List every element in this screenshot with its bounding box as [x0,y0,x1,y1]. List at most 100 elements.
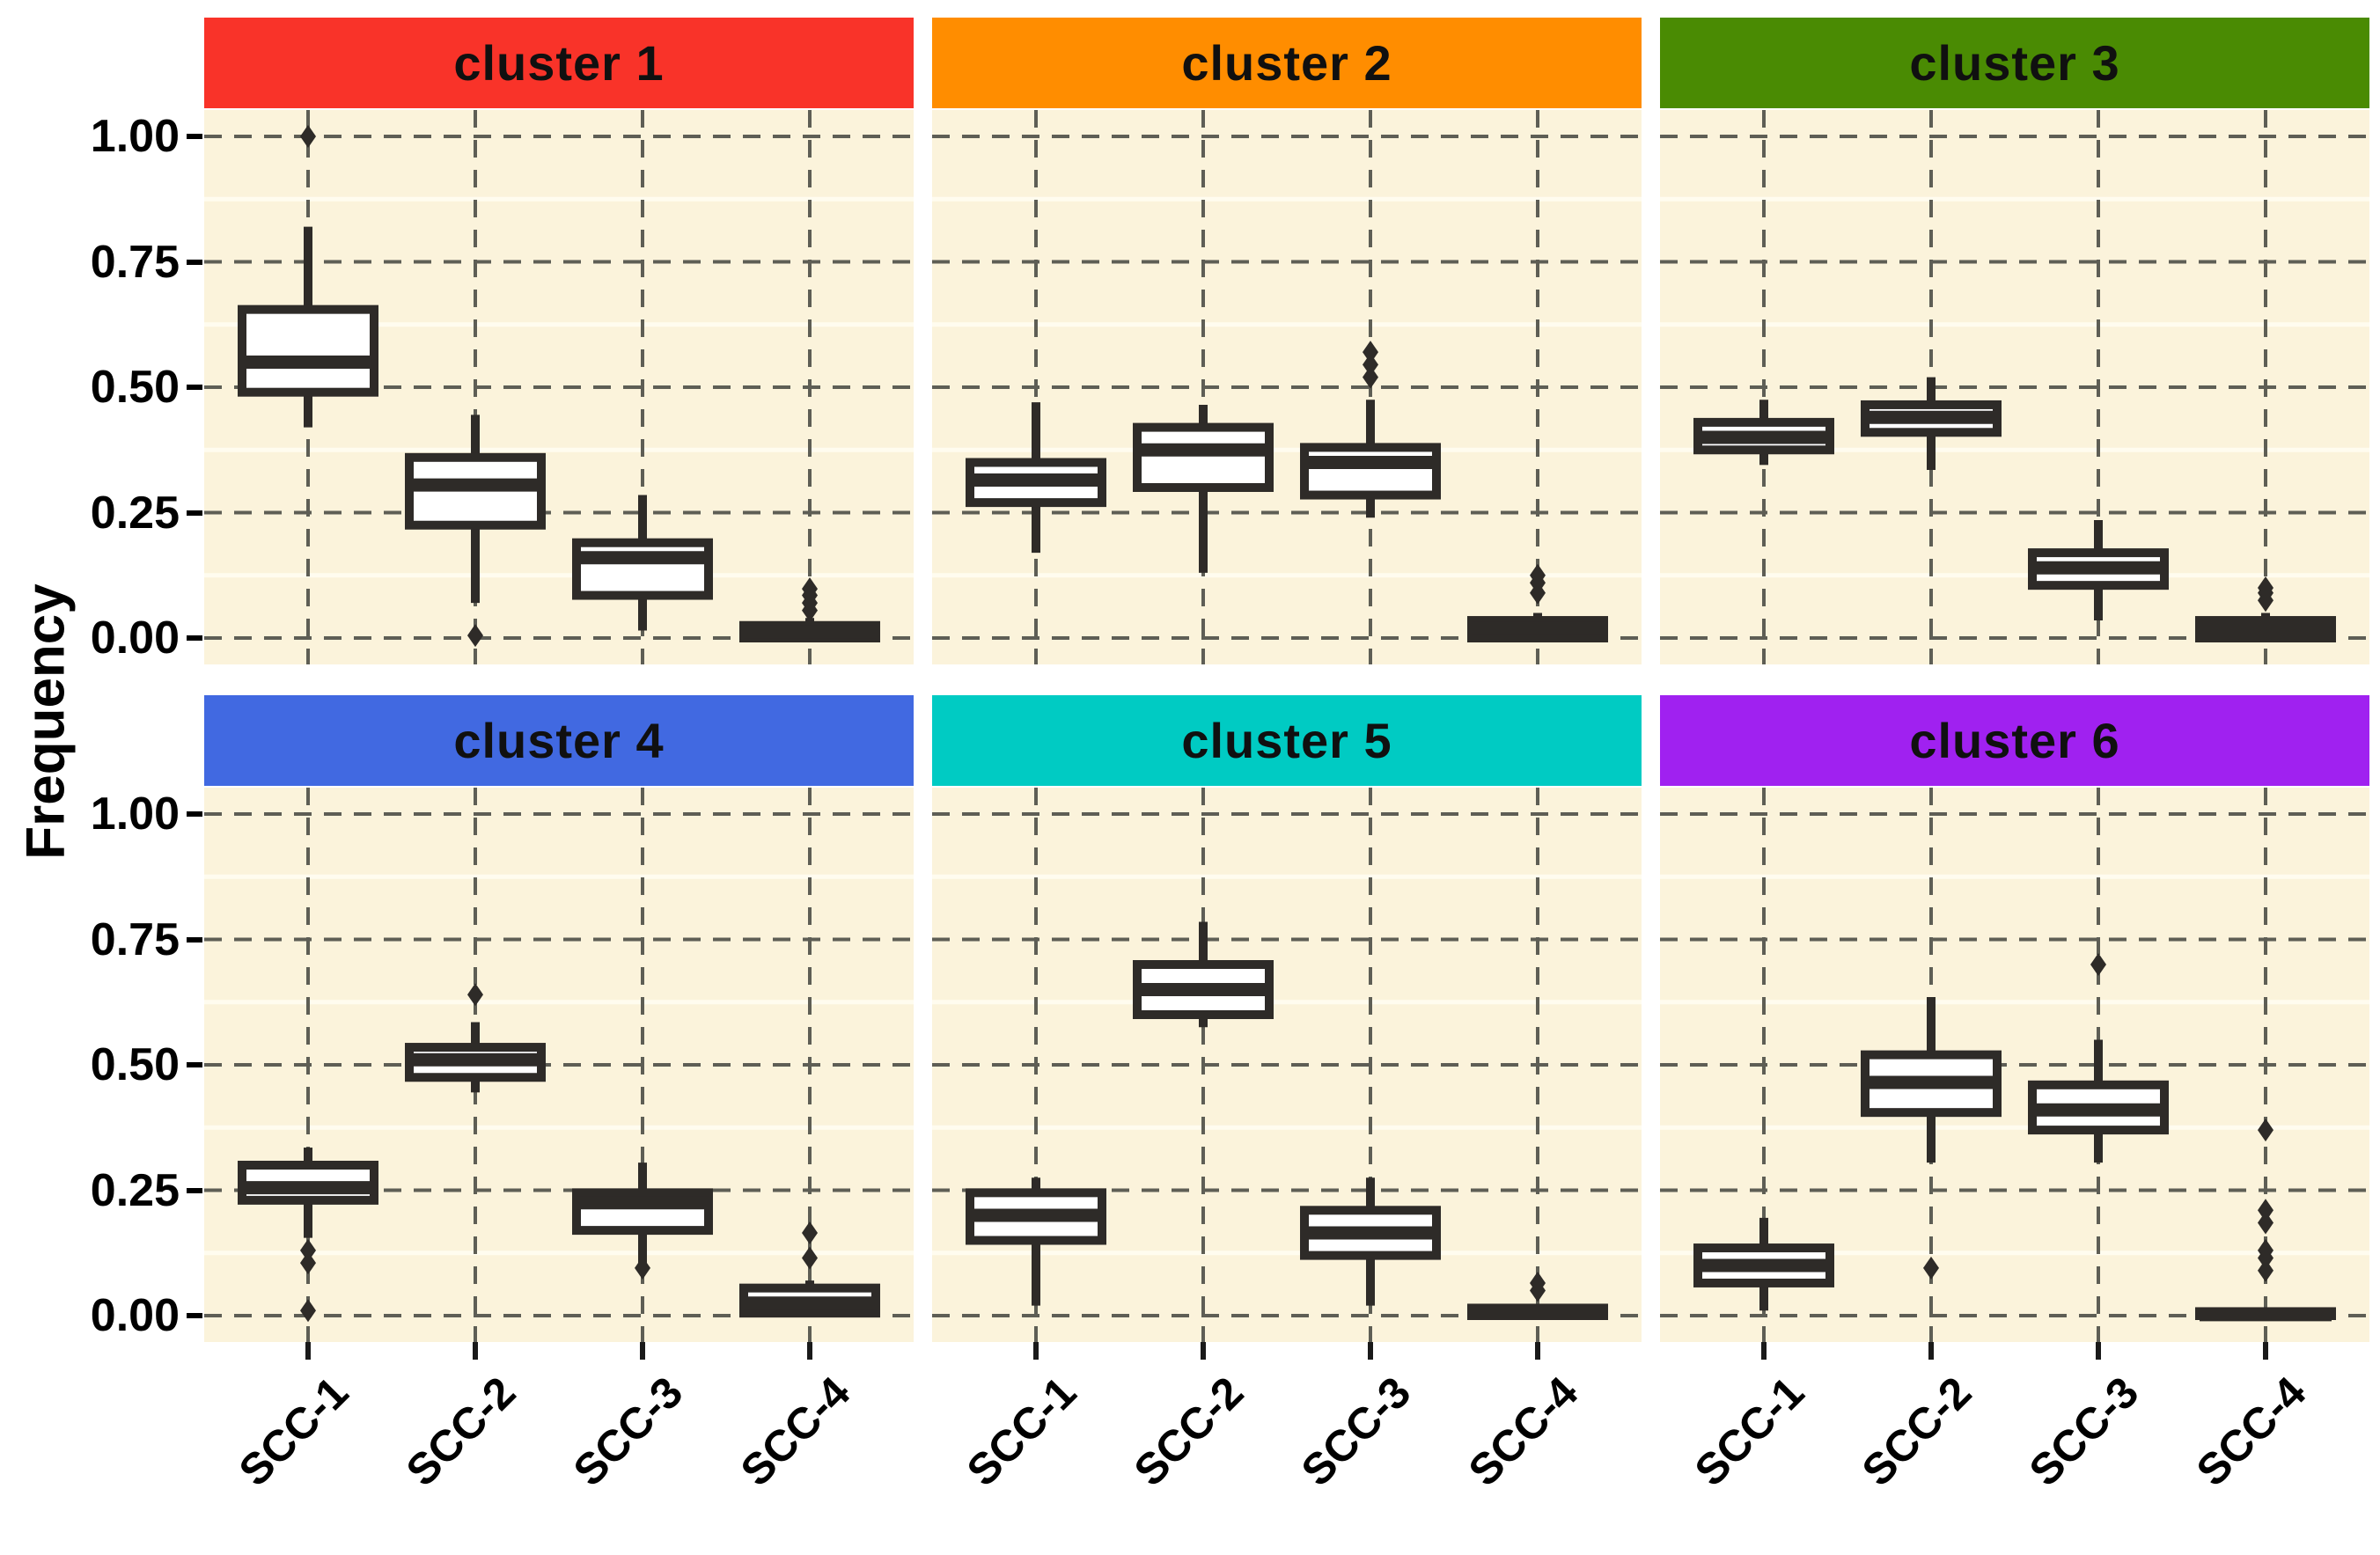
facet-strip-cluster-1: cluster 1 [204,18,914,108]
x-tick-label: SCC-3 [2019,1367,2149,1496]
box-SCC-2 [1861,377,2002,471]
facet-strip-cluster-2: cluster 2 [932,18,1642,108]
outlier-point [1530,563,1546,587]
x-tick-label: SCC-3 [563,1367,693,1496]
outlier-point [2258,1238,2273,1262]
y-tick-mark [187,134,202,139]
outlier-point [802,1221,818,1244]
box-SCC-3 [572,1163,713,1280]
x-tick-label: SCC-4 [2186,1367,2316,1496]
x-tick-mark [305,1342,311,1360]
x-tick-label: SCC-1 [957,1367,1086,1496]
box-SCC-1 [966,402,1106,554]
facet-strip-cluster-3: cluster 3 [1660,18,2369,108]
facet-strip-label: cluster 2 [1181,35,1392,91]
box-SCC-2 [1861,997,2002,1280]
box-SCC-4 [2195,576,2336,642]
minor-gridlines [932,196,1642,578]
outlier-point [300,125,316,148]
y-tick-mark [187,1062,202,1067]
iqr-box [1300,443,1441,500]
y-tick-mark [187,510,202,516]
x-tick-mark [640,1342,645,1360]
box-SCC-1 [1693,400,1834,466]
outlier-point [802,1246,818,1270]
y-tick-label: 0.50 [90,362,180,413]
outlier-point [467,983,483,1007]
box-SCC-3 [1300,1177,1441,1306]
outlier-point [2090,953,2106,976]
y-tick-mark [187,635,202,641]
outlier-point [467,624,483,648]
x-tick-mark [1201,1342,1206,1360]
x-tick-mark [2096,1342,2101,1360]
outlier-point [300,1251,316,1275]
panel-cluster-5 [932,788,1642,1342]
box-SCC-2 [405,983,546,1093]
box-SCC-2 [1133,404,1274,573]
y-tick-label: 1.00 [90,111,180,162]
outlier-point [2258,576,2273,599]
panel-cluster-4 [204,788,914,1342]
box-SCC-3 [2028,953,2169,1163]
y-tick-label: 0.75 [90,913,180,965]
outlier-point [1530,1271,1546,1295]
box-SCC-4 [1467,563,1608,642]
y-tick-label: 0.25 [90,487,180,539]
facet-strip-label: cluster 4 [453,713,665,768]
outlier-point [1363,365,1378,389]
x-tick-mark [1928,1342,1934,1360]
panel-background [932,788,1642,1342]
box-SCC-4 [739,577,880,642]
panel-cluster-3 [1660,110,2369,664]
iqr-box [238,304,378,397]
iqr-box [1133,422,1274,493]
y-tick-mark [187,811,202,817]
y-tick-mark [187,259,202,265]
minor-gridlines [204,874,914,1256]
y-tick-label: 0.00 [90,612,180,664]
outlier-point [1923,1256,1939,1280]
outlier-point [1363,341,1378,364]
box-SCC-3 [2028,520,2169,621]
y-tick-label: 0.75 [90,236,180,288]
outlier-point [2258,1258,2273,1282]
box-SCC-1 [238,125,378,428]
iqr-box [572,538,713,600]
box-SCC-4 [1467,1271,1608,1321]
facet-strip-label: cluster 1 [453,35,665,91]
box-SCC-3 [572,495,713,631]
box-SCC-4 [739,1221,880,1318]
x-tick-mark [2263,1342,2268,1360]
outlier-point [300,1238,316,1262]
minor-gridlines [932,874,1642,1256]
outlier-point [802,577,818,601]
facet-strip-cluster-6: cluster 6 [1660,695,2369,786]
x-tick-label: SCC-1 [229,1367,358,1496]
panel-background [204,788,914,1342]
y-tick-mark [187,936,202,943]
outlier-point [300,1299,316,1323]
box-SCC-2 [1133,921,1274,1028]
x-tick-label: SCC-2 [396,1367,525,1496]
panel-background [932,110,1642,664]
y-tick-label: 0.50 [90,1039,180,1090]
box-SCC-3 [1300,341,1441,518]
x-tick-label: SCC-4 [731,1367,860,1496]
y-tick-mark [187,1187,202,1193]
box-SCC-4 [2195,1119,2336,1322]
x-tick-mark [1535,1342,1540,1360]
x-tick-mark [1761,1342,1767,1360]
outlier-point [2258,1211,2273,1235]
outlier-point [635,1256,650,1280]
x-tick-mark [473,1342,478,1360]
x-tick-label: SCC-1 [1685,1367,1814,1496]
y-tick-label: 0.25 [90,1164,180,1216]
box-SCC-1 [966,1177,1106,1306]
panel-cluster-2 [932,110,1642,664]
x-tick-mark [807,1342,812,1360]
outlier-point [2258,1199,2273,1222]
outlier-point [1363,353,1378,377]
x-tick-mark [1368,1342,1373,1360]
